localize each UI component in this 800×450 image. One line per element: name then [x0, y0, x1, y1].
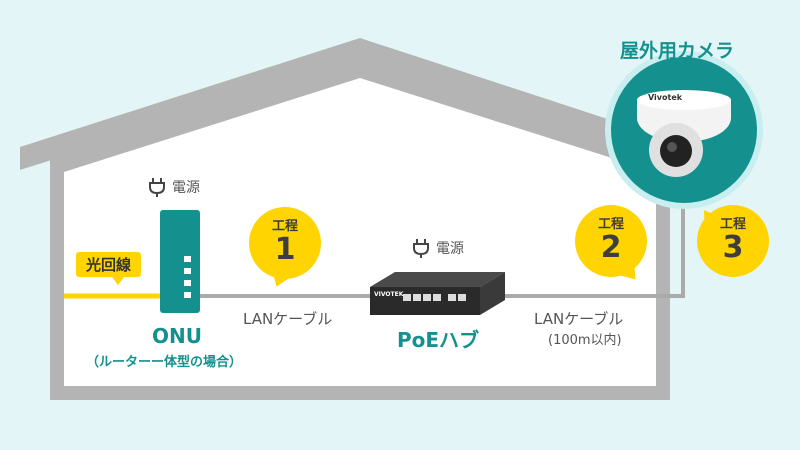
hub-power: 電源	[410, 237, 464, 259]
onu-device	[160, 210, 200, 313]
power-label: 電源	[172, 180, 200, 196]
step-word: 工程	[597, 217, 624, 232]
plug-icon	[413, 239, 429, 258]
step-number: 1	[274, 232, 296, 267]
onu-indicator-lights	[184, 256, 191, 298]
step-number: 3	[722, 230, 744, 265]
step-2-badge: 工程 2	[575, 205, 647, 277]
cable-1-label: LANケーブル	[243, 310, 333, 328]
hub-name: PoEハブ	[397, 328, 480, 352]
camera-dome	[637, 90, 731, 177]
poe-hub-device	[370, 272, 505, 315]
fiber-badge: 光回線	[76, 252, 142, 285]
step-number: 2	[600, 230, 622, 265]
step-3-badge: 工程 3	[697, 205, 769, 277]
step-1-badge: 工程 1	[249, 207, 321, 279]
plug-icon	[149, 178, 165, 197]
house-interior	[64, 78, 656, 386]
step-word: 工程	[271, 219, 298, 234]
house-roof	[20, 38, 690, 170]
power-label: 電源	[436, 241, 464, 257]
camera-brand: Vivotek	[648, 93, 683, 102]
onu-power: 電源	[146, 176, 200, 198]
camera-title: 屋外用カメラ	[620, 40, 735, 62]
onu-name: ONU	[152, 324, 202, 348]
hub-brand: VIVOTEK	[374, 291, 404, 298]
onu-note: （ルーターー体型の場合）	[86, 355, 243, 370]
cable-2-label: LANケーブル	[534, 310, 624, 328]
step-word: 工程	[719, 217, 746, 232]
cable-2-note: (100m以内)	[548, 333, 622, 348]
